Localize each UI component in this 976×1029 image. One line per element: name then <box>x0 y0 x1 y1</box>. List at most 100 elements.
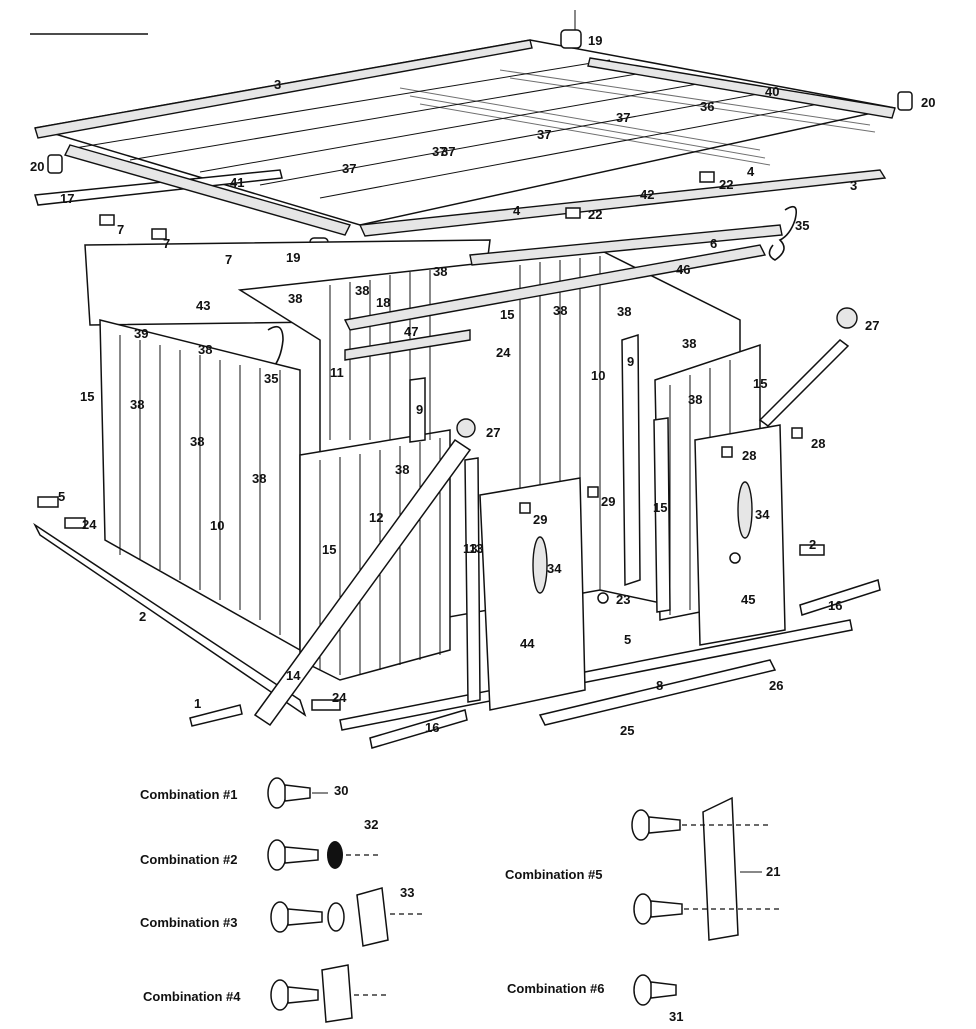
combination-3-label: Combination #3 <box>140 915 238 930</box>
callout-46: 46 <box>676 262 690 277</box>
callout-37: 37 <box>537 127 551 142</box>
callout-6: 6 <box>710 236 717 251</box>
hardware-callout-33: 33 <box>400 885 414 900</box>
callout-3: 3 <box>274 77 281 92</box>
door-45 <box>694 424 786 646</box>
callout-16: 16 <box>425 720 439 735</box>
combination-6-label: Combination #6 <box>507 981 605 996</box>
callout-37: 37 <box>432 144 446 159</box>
callout-41: 41 <box>230 175 244 190</box>
combination-labels: Combination #1 Combination #2 Combinatio… <box>140 787 605 1004</box>
callout-23: 23 <box>616 592 630 607</box>
callout-5: 5 <box>58 489 65 504</box>
callout-38: 38 <box>190 434 204 449</box>
hardware-combinations <box>267 777 780 1023</box>
callout-34: 34 <box>547 561 562 576</box>
callout-47: 47 <box>404 324 418 339</box>
callout-38: 38 <box>355 283 369 298</box>
callout-13: 13 <box>463 541 477 556</box>
callout-28: 28 <box>742 448 756 463</box>
callout-2: 2 <box>139 609 146 624</box>
callout-10: 10 <box>591 368 605 383</box>
callout-26: 26 <box>769 678 783 693</box>
callout-16: 16 <box>828 598 842 613</box>
callout-24: 24 <box>82 517 97 532</box>
callout-18: 18 <box>376 295 390 310</box>
combination-2-label: Combination #2 <box>140 852 238 867</box>
combination-4-label: Combination #4 <box>143 989 241 1004</box>
callout-3: 3 <box>850 178 857 193</box>
callout-9: 9 <box>627 354 634 369</box>
wall-panels <box>84 224 783 681</box>
callout-15: 15 <box>322 542 336 557</box>
callout-22: 22 <box>719 177 733 192</box>
callout-5: 5 <box>624 632 631 647</box>
callout-15: 15 <box>80 389 94 404</box>
callout-39: 39 <box>134 326 148 341</box>
callout-38: 38 <box>252 471 266 486</box>
callout-45: 45 <box>741 592 755 607</box>
callout-19: 19 <box>286 250 300 265</box>
callout-2: 2 <box>809 537 816 552</box>
callout-13: 13 <box>469 541 483 556</box>
callout-27: 27 <box>865 318 879 333</box>
callout-7: 7 <box>117 222 124 237</box>
callout-24: 24 <box>496 345 511 360</box>
doors <box>456 307 858 711</box>
hardware-callout-21: 21 <box>766 864 780 879</box>
callout-24: 24 <box>332 690 347 705</box>
hardware-callout-32: 32 <box>364 817 378 832</box>
callout-29: 29 <box>533 512 547 527</box>
callout-12: 12 <box>369 510 383 525</box>
callout-38: 38 <box>395 462 409 477</box>
callout-11: 11 <box>330 365 344 380</box>
callout-4: 4 <box>747 164 755 179</box>
callout-38: 38 <box>288 291 302 306</box>
callout-4: 4 <box>513 203 521 218</box>
callout-28: 28 <box>811 436 825 451</box>
callout-36: 36 <box>700 99 714 114</box>
callout-38: 38 <box>198 342 212 357</box>
callout-20: 20 <box>30 159 44 174</box>
callout-34: 34 <box>755 507 770 522</box>
callout-20: 20 <box>921 95 935 110</box>
callout-29: 29 <box>601 494 615 509</box>
callout-37: 37 <box>342 161 356 176</box>
hardware-callout-30: 30 <box>334 783 348 798</box>
combination-5-label: Combination #5 <box>505 867 603 882</box>
combination-1-label: Combination #1 <box>140 787 238 802</box>
callout-25: 25 <box>620 723 634 738</box>
callout-10: 10 <box>210 518 224 533</box>
callout-8: 8 <box>656 678 663 693</box>
callout-38: 38 <box>688 392 702 407</box>
callout-42: 42 <box>640 187 654 202</box>
callout-40: 40 <box>765 84 779 99</box>
callout-22: 22 <box>588 207 602 222</box>
callout-15: 15 <box>753 376 767 391</box>
callout-19: 19 <box>588 33 602 48</box>
callout-38: 38 <box>433 264 447 279</box>
callout-43: 43 <box>196 298 210 313</box>
callout-38: 38 <box>617 304 631 319</box>
callout-44: 44 <box>520 636 535 651</box>
callout-1: 1 <box>194 696 201 711</box>
callout-15: 15 <box>500 307 514 322</box>
callout-35: 35 <box>795 218 809 233</box>
callout-14: 14 <box>286 668 301 683</box>
roof-assembly <box>34 10 913 402</box>
door-44 <box>479 477 586 711</box>
callout-7: 7 <box>163 236 170 251</box>
callout-9: 9 <box>416 402 423 417</box>
callout-38: 38 <box>130 397 144 412</box>
callout-35: 35 <box>264 371 278 386</box>
callout-27: 27 <box>486 425 500 440</box>
callout-17: 17 <box>60 191 74 206</box>
callout-7: 7 <box>225 252 232 267</box>
callout-38: 38 <box>553 303 567 318</box>
callout-37: 37 <box>441 144 455 159</box>
callout-15: 15 <box>653 500 667 515</box>
